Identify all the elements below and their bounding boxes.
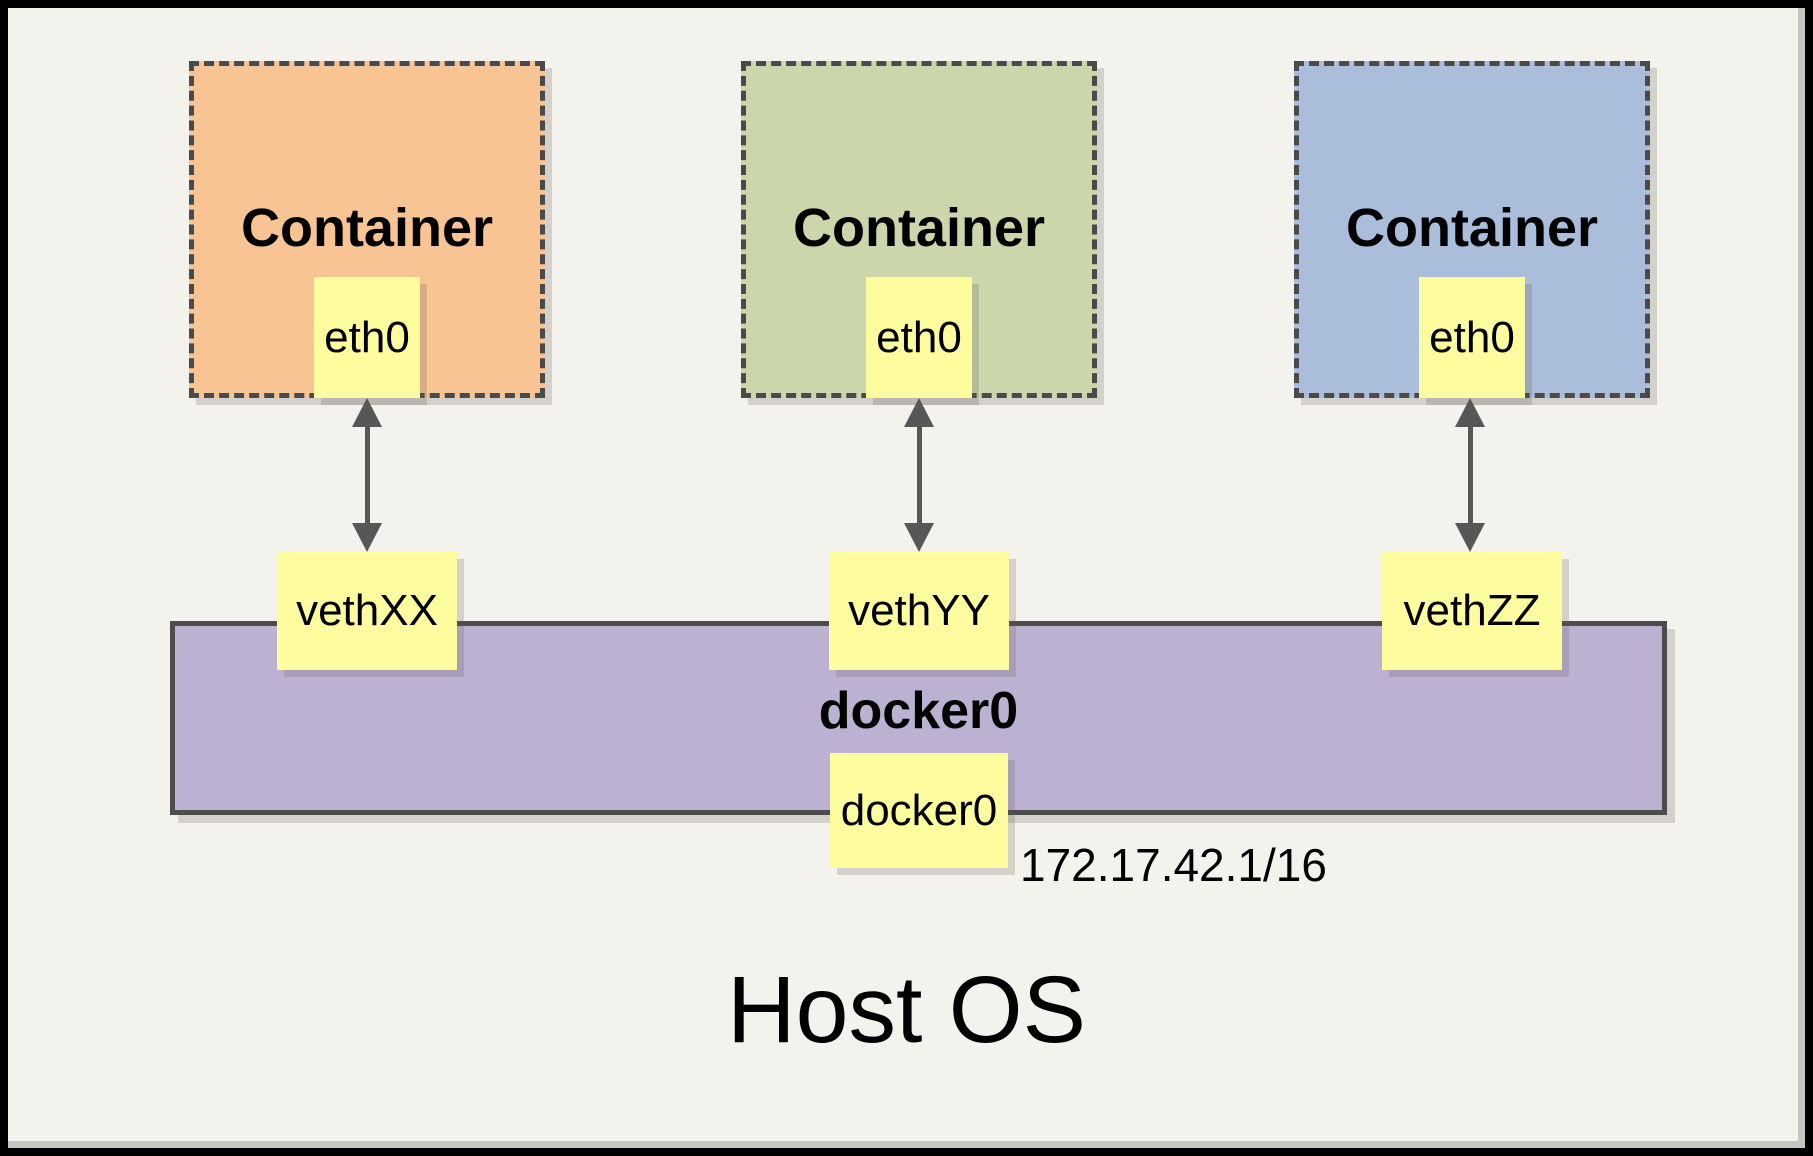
container-3-label: Container xyxy=(1345,198,1599,258)
arrow-line xyxy=(1467,416,1473,534)
container-box-1: Container eth0 xyxy=(189,61,545,398)
container-1-label: Container xyxy=(240,198,494,258)
arrow-down-icon xyxy=(352,523,382,552)
container-2-label: Container xyxy=(792,198,1046,258)
container-3-eth0-box: eth0 xyxy=(1419,277,1525,398)
container-1-eth0-box: eth0 xyxy=(314,277,420,398)
vethzz-label: vethZZ xyxy=(1403,586,1541,635)
docker0-interface-label: docker0 xyxy=(840,785,998,835)
arrow-eth0-vethxx xyxy=(351,398,383,552)
container-2-eth0-label: eth0 xyxy=(876,312,962,362)
bridge-ip-label: 172.17.42.1/16 xyxy=(1020,839,1327,891)
vethyy-box: vethYY xyxy=(829,552,1009,670)
arrow-down-icon xyxy=(1455,523,1485,552)
arrow-line xyxy=(916,416,922,534)
container-box-2: Container eth0 xyxy=(741,61,1097,398)
container-1-eth0-label: eth0 xyxy=(324,312,410,362)
vethyy-label: vethYY xyxy=(848,586,990,635)
host-os-label: Host OS xyxy=(727,957,1086,1063)
docker0-interface-box: docker0 xyxy=(830,753,1008,868)
arrow-eth0-vethzz xyxy=(1454,398,1486,552)
vethxx-label: vethXX xyxy=(296,586,438,635)
vethzz-box: vethZZ xyxy=(1382,552,1562,670)
container-2-eth0-box: eth0 xyxy=(866,277,972,398)
arrow-eth0-vethyy xyxy=(903,398,935,552)
arrow-line xyxy=(364,416,370,534)
arrow-down-icon xyxy=(904,523,934,552)
container-box-3: Container eth0 xyxy=(1294,61,1650,398)
vethxx-box: vethXX xyxy=(277,552,457,670)
container-3-eth0-label: eth0 xyxy=(1429,312,1515,362)
docker0-bridge-label: docker0 xyxy=(818,682,1019,740)
